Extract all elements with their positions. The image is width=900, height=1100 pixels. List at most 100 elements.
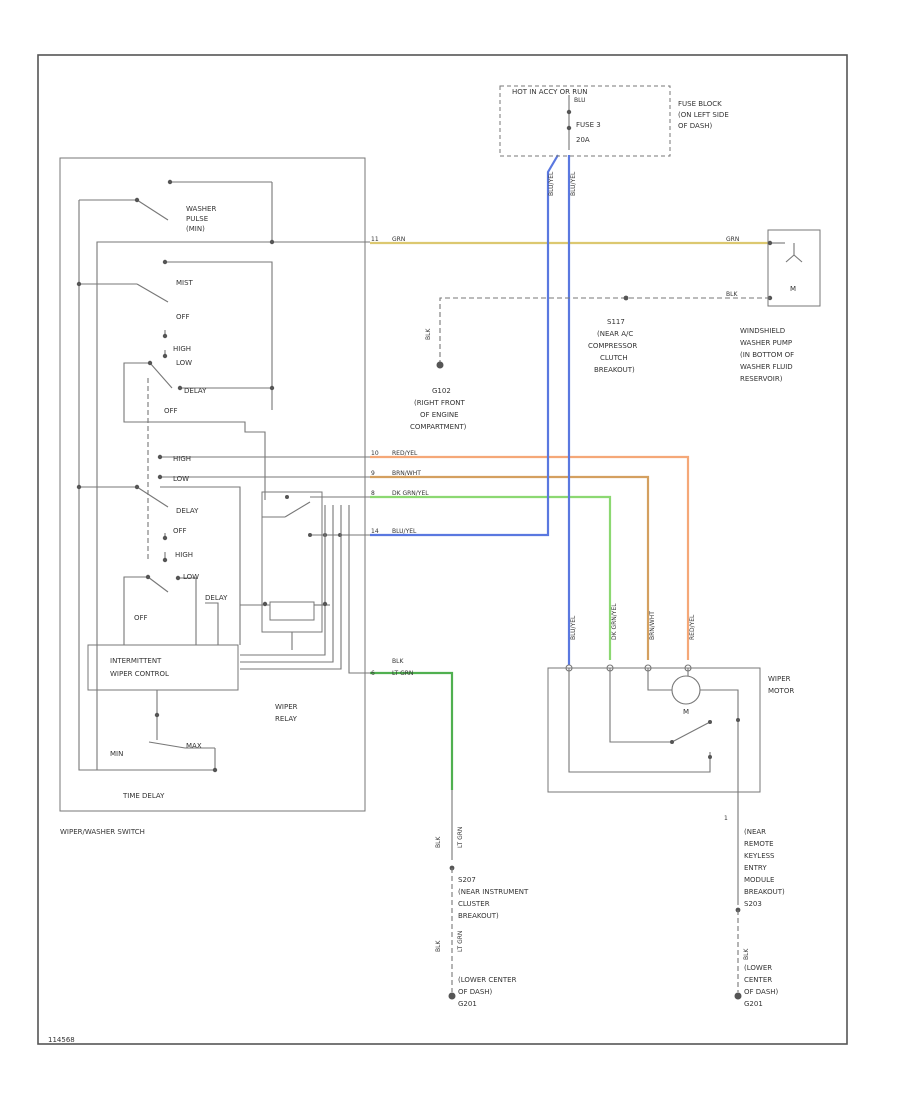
washer-pulse-label-2: PULSE [186, 215, 208, 223]
g201b-line3: OF DASH) [744, 988, 779, 996]
off-label-4: OFF [134, 614, 148, 622]
fuse-name: FUSE 3 [576, 121, 601, 129]
pump-ground-path: BLK S117 (NEAR A/C COMPRESSOR CLUTCH BRE… [410, 295, 770, 431]
s203-line3: KEYLESS [744, 852, 775, 860]
wire-label-bat: BLU/YEL [392, 528, 417, 535]
g201a-line2: OF DASH) [458, 988, 493, 996]
pump-desc-2: WASHER PUMP [740, 339, 792, 347]
wiper-motor-label-1: WIPER [768, 675, 791, 683]
wire-label-gnd1: BLK [392, 658, 404, 665]
washer-pulse-label-3: (MIN) [186, 225, 205, 233]
wire-label-m2: DK GRN/YEL [611, 603, 618, 640]
wire-gnd-ltgrn [370, 671, 454, 790]
wire-label-pump-gnd: BLK [726, 291, 738, 298]
washer-pump: M GRN BLK WINDSHIELD WASHER PUMP (IN BOT… [726, 229, 821, 383]
g102-line4: COMPARTMENT) [410, 423, 467, 431]
junction-dots [76, 179, 328, 773]
s117-line4: CLUTCH [600, 354, 628, 362]
motor-pin-1: 1 [724, 815, 728, 822]
high-label-2: HIGH [173, 455, 191, 463]
s203-line2: REMOTE [744, 840, 774, 848]
fuse-wire-2: BLU/YEL [570, 171, 577, 196]
low-label-3: LOW [183, 573, 199, 581]
fuse-block: HOT IN ACCY OR RUN BLU FUSE 3 20A FUSE B… [499, 85, 729, 196]
fuse-wire-1: BLU/YEL [548, 171, 555, 196]
pin-high: 10 [371, 450, 379, 457]
g102-line2: (RIGHT FRONT [414, 399, 465, 407]
s203-line1: (NEAR [744, 828, 766, 836]
wire-label-v3: BLK [435, 940, 442, 952]
low-label-1: LOW [176, 359, 192, 367]
wire-label-washer: GRN [392, 236, 405, 243]
wire-label-delay: DK GRN/YEL [392, 490, 429, 497]
s203-line6: BREAKOUT) [744, 888, 785, 896]
intermittent-wiper-control: INTERMITTENT WIPER CONTROL [87, 644, 239, 691]
min-label: MIN [110, 750, 123, 758]
s207-line4: BREAKOUT) [458, 912, 499, 920]
diagram-frame [37, 54, 848, 1045]
s207-line1: S207 [458, 876, 476, 884]
motor-m-label: M [683, 708, 689, 716]
s203-line7: S203 [744, 900, 762, 908]
pump-desc-3: (IN BOTTOM OF [740, 351, 794, 359]
switch-labels: WASHER PULSE (MIN) MIST OFF HIGH LOW DEL… [60, 205, 298, 836]
pump-desc-1: WINDSHIELD [740, 327, 785, 335]
wiper-relay-label-2: RELAY [275, 715, 298, 723]
switch-assembly-box [59, 157, 366, 812]
wiper-relay-label-1: WIPER [275, 703, 298, 711]
g201a-line3: G201 [458, 1000, 477, 1008]
fuse-rating: 20A [576, 136, 590, 144]
wiper-motor: WIPER MOTOR M BLU/YEL DK GRN/YEL BRN/WHT… [547, 603, 794, 822]
g102-line3: OF ENGINE [420, 411, 459, 419]
wire-label-high: RED/YEL [392, 450, 418, 457]
fuse-block-line3: OF DASH) [678, 122, 713, 130]
g201a-line1: (LOWER CENTER [458, 976, 517, 984]
wire-label-v2: LT GRN [457, 827, 464, 848]
fuse-block-line2: (ON LEFT SIDE [678, 111, 729, 119]
page-reference: 114568 [48, 1036, 75, 1044]
wire-high-redyel [370, 455, 690, 660]
pump-desc-4: WASHER FLUID [740, 363, 793, 371]
intermittent-label-1: INTERMITTENT [110, 657, 162, 665]
s117-line3: COMPRESSOR [588, 342, 637, 350]
s207-line2: (NEAR INSTRUMENT [458, 888, 529, 896]
max-label: MAX [186, 742, 202, 750]
switch-connector-labels: 11 GRN 10 RED/YEL 9 BRN/WHT 8 DK GRN/YEL… [371, 236, 429, 677]
wire-low-brnwht [370, 475, 650, 660]
pin-gnd: 6 [371, 670, 375, 677]
washer-pulse-label-1: WASHER [186, 205, 216, 213]
wire-label-s102: BLK [425, 328, 432, 340]
mist-label: MIST [176, 279, 194, 287]
g201b-line4: G201 [744, 1000, 763, 1008]
s203-line4: ENTRY [744, 864, 767, 872]
low-label-2: LOW [173, 475, 189, 483]
switch-contacts [136, 199, 173, 593]
wire-label-m4: RED/YEL [689, 614, 696, 640]
off-label-2: OFF [164, 407, 178, 415]
pin-low: 9 [371, 470, 375, 477]
wire-label-low: BRN/WHT [392, 470, 421, 477]
s207-line3: CLUSTER [458, 900, 490, 908]
pump-desc-5: RESERVOIR) [740, 375, 783, 383]
wire-delay-dkgrnyel [370, 495, 612, 660]
wiper-washer-switch-title: WIPER/WASHER SWITCH [60, 828, 145, 836]
delay-label-3: DELAY [205, 594, 228, 602]
intermittent-label-2: WIPER CONTROL [110, 670, 169, 678]
fuse-hot-label: HOT IN ACCY OR RUN [512, 88, 587, 96]
pin-washer: 11 [371, 236, 379, 243]
high-label-1: HIGH [173, 345, 191, 353]
wire-label-m1: BLU/YEL [570, 615, 577, 640]
wire-label-m3: BRN/WHT [649, 611, 656, 640]
s117-line5: BREAKOUT) [594, 366, 635, 374]
s203-line5: MODULE [744, 876, 774, 884]
g102-line1: G102 [432, 387, 451, 395]
wire-label-washer-2: GRN [726, 236, 739, 243]
pump-motor-label: M [790, 285, 796, 293]
s117-line2: (NEAR A/C [597, 330, 633, 338]
wire-bat-bluyel [370, 154, 559, 537]
off-label-3: OFF [173, 527, 187, 535]
wire-label-v5: BLK [743, 948, 750, 960]
wire-label-v1: BLK [435, 836, 442, 848]
high-label-3: HIGH [175, 551, 193, 559]
off-label-1: OFF [176, 313, 190, 321]
